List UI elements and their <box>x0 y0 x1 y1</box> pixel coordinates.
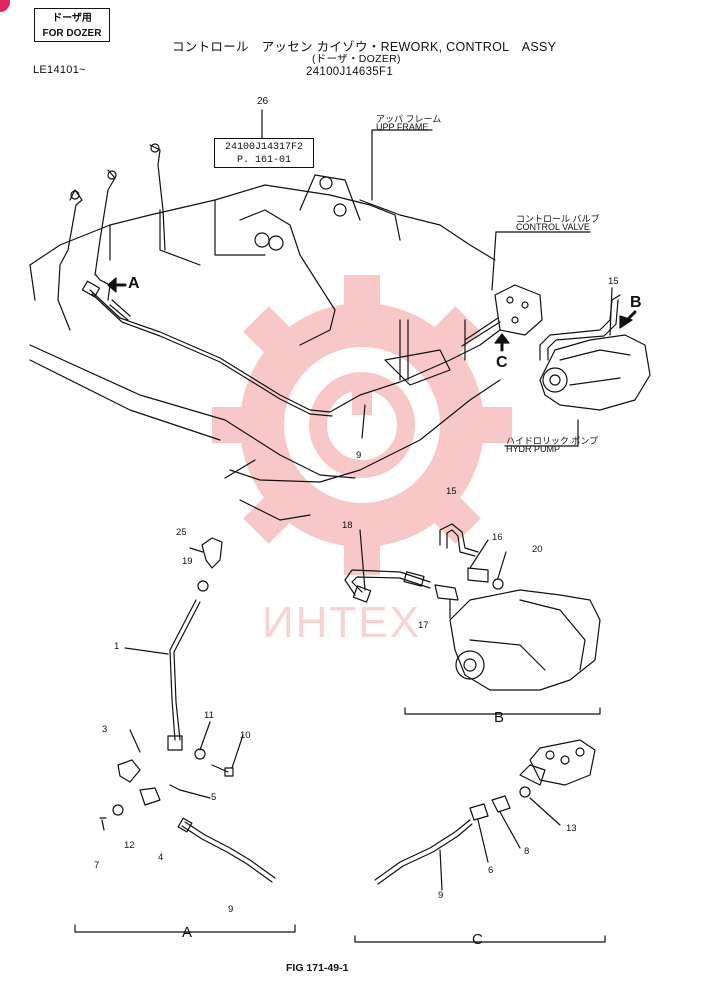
fitting-16 <box>467 567 489 583</box>
lever-rod-1 <box>169 599 197 741</box>
section-label-b: B <box>494 709 505 726</box>
upper-frame-deck <box>29 344 356 479</box>
hydraulic-pump <box>539 334 651 411</box>
control-valve-detail-c <box>529 739 596 786</box>
figure-number: FIG 171-49-1 <box>286 962 349 974</box>
hydr-pump-label: HYDR PUMP <box>506 444 561 454</box>
part-number: 11 <box>204 710 214 721</box>
page-subtitle: (ドーザ・DOZER) <box>312 53 401 65</box>
washer-12 <box>112 804 124 816</box>
part-number: 7 <box>94 860 100 871</box>
upp-frame-label-jp: アッパ フレーム <box>376 114 442 124</box>
watermark-text: ИНТЕХ <box>262 598 421 647</box>
pump-pipe <box>539 294 621 361</box>
serial-number: LE14101~ <box>33 64 86 76</box>
cab-outline <box>29 184 401 266</box>
reference-item-number: 26 <box>257 96 269 107</box>
block-4 <box>139 787 161 806</box>
part-number: 1 <box>114 641 120 652</box>
part-number: 3 <box>102 724 108 735</box>
upp-frame-label: UPP FRAME <box>376 122 429 132</box>
part-number: 9 <box>228 904 234 915</box>
hose-18 <box>344 569 431 596</box>
control-cable <box>89 289 501 413</box>
part-number: 16 <box>492 532 503 543</box>
part-number: 17 <box>418 620 429 631</box>
part-number: 15 <box>608 276 619 287</box>
part-number: 9 <box>438 890 444 901</box>
lever-middle <box>94 169 116 276</box>
lever-right <box>149 144 166 251</box>
reference-part-number: 24100J14317F2 <box>224 142 303 153</box>
fitting-13 <box>519 786 531 798</box>
knob-25 <box>201 537 223 569</box>
bolt-5 <box>169 784 181 791</box>
part-number: 19 <box>182 556 193 567</box>
part-number: 25 <box>176 527 187 538</box>
view-letter-a: A <box>128 275 140 292</box>
section-label-a: A <box>182 924 193 941</box>
control-valve-label: CONTROL VALVE <box>516 222 590 232</box>
control-valve-label-jp: コントロール バルブ <box>516 214 600 224</box>
part-number: 20 <box>532 544 543 555</box>
reference-box[interactable]: 24100J14317F2 P. 161-01 <box>214 138 314 168</box>
for-dozer-stamp: ドーザ用 FOR DOZER <box>34 8 110 42</box>
part-number: 5 <box>211 792 217 803</box>
part-number: 18 <box>342 520 353 531</box>
part-number: 9 <box>356 450 362 461</box>
adapter-6 <box>469 803 489 821</box>
section-label-c: C <box>472 931 483 948</box>
stamp-line-en: FOR DOZER <box>42 28 102 39</box>
assembly-number: 24100J14635F1 <box>306 66 394 78</box>
pump-detail-b <box>449 589 601 691</box>
part-number: 12 <box>124 840 135 851</box>
view-letter-c: C <box>496 354 508 371</box>
cable-end-9a <box>184 821 276 879</box>
hydr-pump-label-jp: ハイドロリック ポンプ <box>506 436 599 446</box>
tee-17 <box>434 584 459 601</box>
bracket-3 <box>117 759 141 783</box>
page-title: コントロール アッセン カイゾウ・REWORK, CONTROL ASSY <box>172 40 557 54</box>
part-number: 4 <box>158 852 164 863</box>
nut-19 <box>197 580 209 592</box>
lever-left <box>57 189 83 331</box>
pipe-15 <box>439 523 479 553</box>
arrow-c-icon <box>494 333 510 344</box>
part-number: 8 <box>524 846 530 857</box>
part-number: 15 <box>446 486 457 497</box>
control-valve <box>494 284 543 336</box>
stamp-line-jp: ドーザ用 <box>52 13 92 24</box>
cable-end-9c <box>374 819 471 881</box>
part-number: 13 <box>566 823 577 834</box>
lever-block <box>167 735 183 751</box>
reference-page: P. 161-01 <box>236 155 291 166</box>
arrow-a-icon <box>107 277 117 293</box>
part-number: 10 <box>240 730 251 741</box>
view-letter-b: B <box>630 294 642 311</box>
arrow-b-icon <box>619 315 633 329</box>
corner-badge <box>0 0 10 12</box>
part-number: 6 <box>488 865 494 876</box>
pin-7 <box>99 817 107 831</box>
nut-8 <box>491 795 511 813</box>
